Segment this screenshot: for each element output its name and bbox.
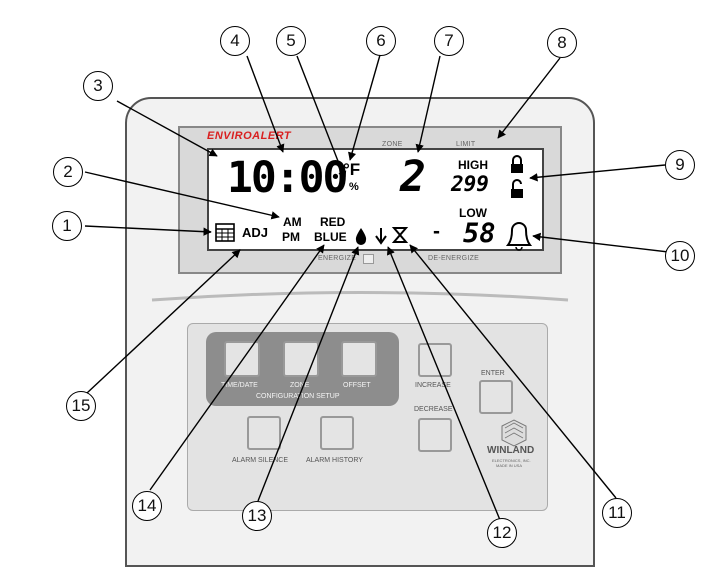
callout-14: 14 [132, 491, 162, 521]
lcd-high-value: 299 [451, 172, 489, 196]
callout-8: 8 [547, 28, 577, 58]
time-date-button[interactable] [224, 341, 260, 377]
alarm-silence-label: ALARM SILENCE [232, 457, 289, 464]
manufacturer-name: WINLAND [487, 445, 535, 456]
time-date-label: TIME/DATE [221, 382, 258, 389]
lcd-am: AM [283, 215, 302, 229]
manufacturer-sub2: MADE IN USA [496, 463, 523, 468]
enter-label: ENTER [481, 370, 505, 377]
lcd-low-sign: - [433, 220, 440, 243]
callout-12: 12 [487, 518, 517, 548]
brand-logo: ENVIROALERT [207, 130, 292, 142]
callout-1: 1 [52, 211, 82, 241]
deenergize-label: DE-ENERGIZE [428, 255, 480, 262]
enter-button[interactable] [479, 380, 513, 414]
alarm-history-label: ALARM HISTORY [306, 457, 363, 464]
lcd-temp-unit: °F [343, 160, 361, 179]
led-indicator [363, 254, 374, 264]
decrease-label: DECREASE [414, 406, 453, 413]
callout-3: 3 [83, 71, 113, 101]
lcd-time: 10:00 [227, 153, 348, 203]
callout-11: 11 [602, 498, 632, 528]
callout-4: 4 [220, 26, 250, 56]
energize-label: ENERGIZE [318, 255, 357, 262]
callout-13: 13 [242, 501, 272, 531]
callout-5: 5 [276, 26, 306, 56]
offset-button[interactable] [341, 341, 377, 377]
limit-label: LIMIT [456, 141, 476, 148]
increase-button[interactable] [418, 343, 452, 377]
zone-label: ZONE [382, 141, 403, 148]
lcd-high-label: HIGH [458, 158, 488, 172]
callout-2: 2 [53, 157, 83, 187]
configuration-setup-label: CONFIGURATION SETUP [256, 393, 340, 400]
callout-15: 15 [66, 391, 96, 421]
callout-6: 6 [366, 26, 396, 56]
lcd-adj: ADJ [242, 225, 269, 240]
lcd-low-value: 58 [463, 218, 496, 249]
alarm-silence-button[interactable] [247, 416, 281, 450]
lcd-red: RED [320, 215, 346, 229]
lcd-pm: PM [282, 230, 300, 244]
decrease-button[interactable] [418, 418, 452, 452]
zone-button[interactable] [283, 341, 319, 377]
alarm-history-button[interactable] [320, 416, 354, 450]
lcd-humidity-unit: % [349, 181, 359, 193]
lcd-low-label: LOW [459, 206, 487, 220]
lcd-zone-number: 2 [400, 152, 426, 202]
lcd-blue: BLUE [314, 230, 347, 244]
offset-label: OFFSET [343, 382, 371, 389]
callout-7: 7 [434, 26, 464, 56]
zone-key-label: ZONE [290, 382, 310, 389]
callout-9: 9 [665, 150, 695, 180]
callout-10: 10 [665, 241, 695, 271]
increase-label: INCREASE [415, 382, 451, 389]
